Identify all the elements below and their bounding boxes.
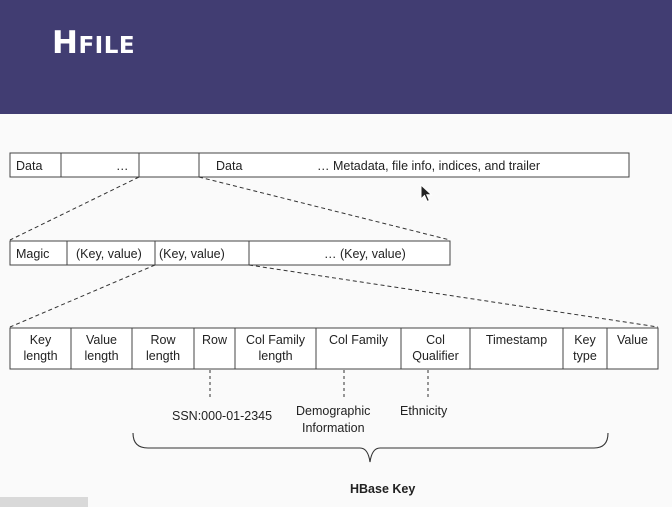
metadata-label: … Metadata, file info, indices, and trai… [317,159,540,173]
data-block-row: Magic (Key, value) (Key, value) … (Key, … [9,240,451,266]
title-banner [0,0,672,114]
keyvalue-field-label: Timestamp [486,333,547,347]
ellipsis-label: … [116,159,129,173]
slide-title-rest: FILE [78,33,136,59]
keyvalue-frame [9,327,659,370]
hbase-key-label: HBase Key [350,482,415,496]
keyvalue-field-label: Value [617,333,648,347]
keyvalue-field-label: Col [426,333,445,347]
keyvalue-field-label: length [146,349,180,363]
zoom-connector-left-2 [9,264,156,328]
keyvalue-field-label: Key [30,333,52,347]
row-example: SSN:000-01-2345 [172,409,272,423]
keyvalue-field-label: Qualifier [412,349,459,363]
mouse-pointer-icon [420,184,433,203]
magic-label: Magic [16,247,49,261]
keyvalue-structure-row: Key length Value length Row length Row Col Fami… [9,327,659,370]
keyvalue-field-label: Key [574,333,596,347]
keyvalue-field-label: length [23,349,57,363]
corner-bar [0,497,88,507]
zoom-connector-right-2 [248,264,659,328]
hfile-row-frame [9,152,630,178]
qualifier-example: Ethnicity [400,404,448,418]
slide-title-initial: H [52,25,79,61]
hbase-key-brace [132,432,609,463]
keyvalue-field-label: Value [86,333,117,347]
zoom-connector-left [9,176,140,241]
slide-title: HFILE [52,28,135,59]
keyvalue-field-label: Col Family [246,333,306,347]
key-value-label-rest: … (Key, value) [324,247,406,261]
data-block-label-2: Data [216,159,242,173]
data-block-frame [9,240,451,266]
data-block-label: Data [16,159,42,173]
key-value-label-2: (Key, value) [159,247,225,261]
keyvalue-field-label: Col Family [329,333,389,347]
hfile-blocks-row: Data … Data … Metadata, file info, indic… [9,152,630,178]
keyvalue-field-label: length [84,349,118,363]
key-value-label-1: (Key, value) [76,247,142,261]
zoom-connector-right [198,176,451,241]
keyvalue-field-label: Row [202,333,228,347]
keyvalue-field-label: type [573,349,597,363]
keyvalue-field-label: length [258,349,292,363]
colfamily-example-line1: Demographic [296,404,370,418]
slide-body [0,114,672,507]
colfamily-example-line2: Information [302,421,365,435]
keyvalue-field-label: Row [150,333,176,347]
